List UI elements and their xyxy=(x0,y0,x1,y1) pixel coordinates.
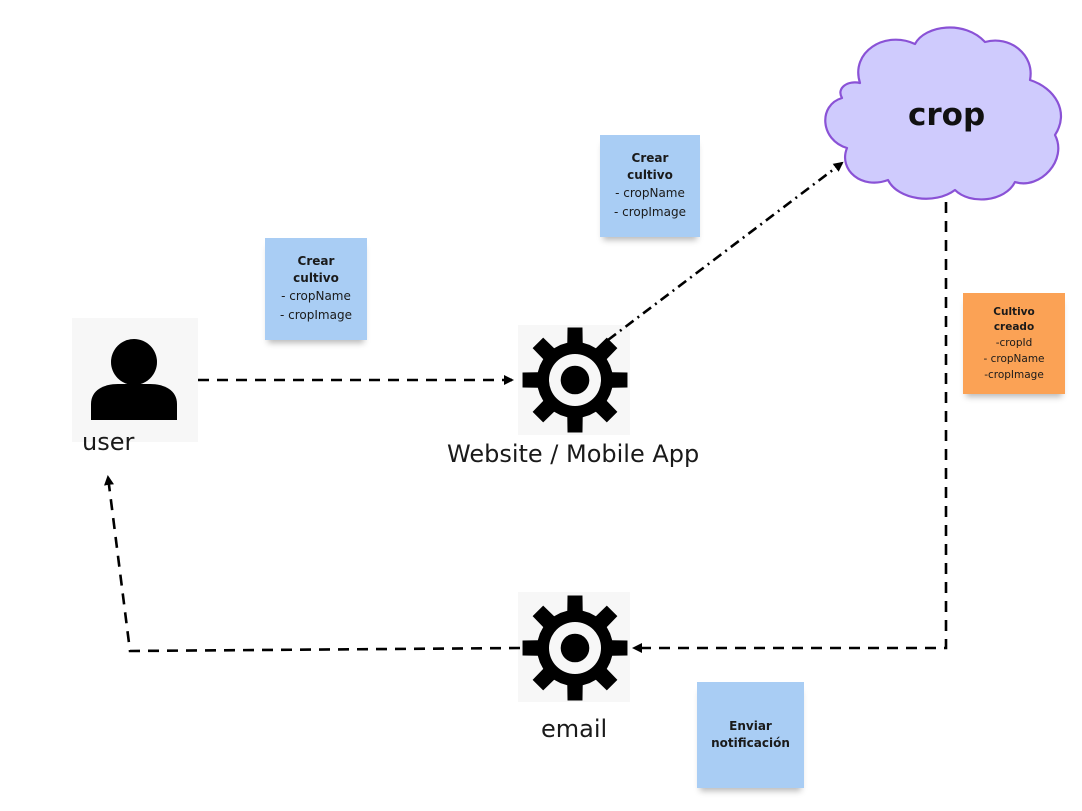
note-create-crop-app[interactable]: Crear cultivo - cropName - cropImage xyxy=(600,135,700,237)
user-label: user xyxy=(82,428,135,456)
gear-icon[interactable] xyxy=(522,327,628,433)
note-title: Crear cultivo xyxy=(293,254,339,285)
email-label: email xyxy=(541,715,608,743)
app-label: Website / Mobile App xyxy=(447,440,700,468)
note-line: - cropName xyxy=(281,289,351,303)
note-line: - cropName xyxy=(983,352,1045,365)
note-create-crop-user[interactable]: Crear cultivo - cropName - cropImage xyxy=(265,238,367,340)
note-title: Cultivo creado xyxy=(993,305,1035,333)
edge-email-to-user[interactable] xyxy=(104,475,521,653)
note-line: -cropId xyxy=(995,336,1033,349)
note-send-notification[interactable]: Enviar notificación xyxy=(697,682,804,788)
edge-app-to-crop[interactable] xyxy=(607,161,844,342)
edges xyxy=(104,161,948,653)
cloud-icon[interactable] xyxy=(824,26,1063,201)
note-line: - cropName xyxy=(615,186,685,200)
gear-icon[interactable] xyxy=(522,595,628,701)
note-line: - cropImage xyxy=(614,205,686,219)
note-title: Enviar notificación xyxy=(711,719,790,750)
person-icon[interactable] xyxy=(91,339,177,420)
crop-label: crop xyxy=(908,97,986,133)
note-title: Crear cultivo xyxy=(627,151,673,182)
note-line: -cropImage xyxy=(984,368,1044,381)
note-line: - cropImage xyxy=(280,308,352,322)
edge-crop-to-email[interactable] xyxy=(632,202,948,653)
note-crop-created[interactable]: Cultivo creado -cropId - cropName -cropI… xyxy=(963,293,1065,394)
